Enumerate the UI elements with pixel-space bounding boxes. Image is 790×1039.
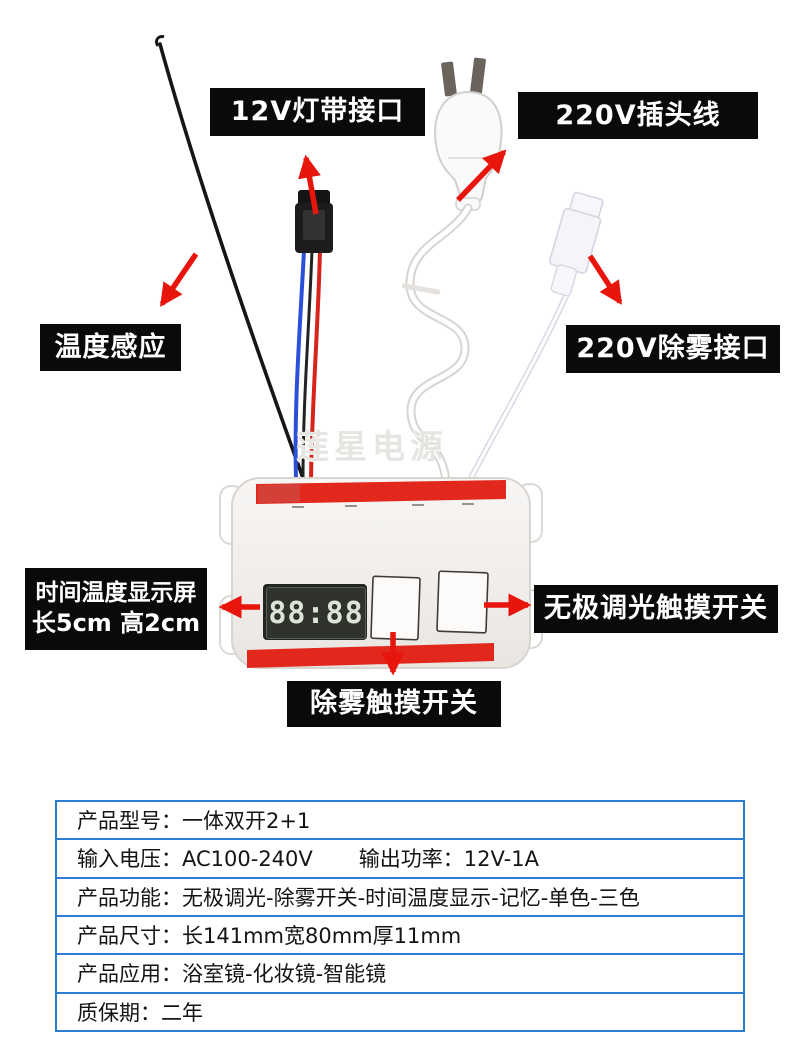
spec-pair: 质保期：二年 (77, 997, 203, 1027)
spec-value: 无极调光-除雾开关-时间温度显示-记忆-单色-三色 (182, 885, 640, 910)
time-temp-display: 88:88 (266, 587, 366, 639)
arrow-plug-wire (456, 149, 507, 202)
controller-unit (219, 477, 543, 669)
defog-connector (467, 191, 604, 483)
spec-label: 质保期： (77, 1000, 161, 1025)
label-defog-port: 220V除雾接口 (566, 325, 780, 373)
spec-pair: 产品尺寸：长141mm宽80mm厚11mm (77, 920, 461, 950)
spec-pair: 输出功率：12V-1A (359, 843, 539, 873)
spec-value: 一体双开2+1 (182, 809, 311, 834)
spec-label: 产品功能： (77, 885, 182, 910)
spec-value: 二年 (161, 1000, 203, 1025)
spec-row: 产品型号：一体双开2+1 (57, 802, 743, 841)
defog-touch-button[interactable] (370, 575, 421, 641)
label-dimmer-switch: 无极调光触摸开关 (534, 585, 778, 633)
spec-label: 产品尺寸： (77, 924, 182, 949)
spec-label: 产品型号： (77, 809, 182, 834)
spec-pair: 输入电压：AC100-240V (77, 843, 313, 873)
label-display-screen: 时间温度显示屏 长5cm 高2cm (25, 568, 207, 650)
spec-row: 输入电压：AC100-240V 输出功率：12V-1A (57, 840, 743, 879)
spec-row: 产品尺寸：长141mm宽80mm厚11mm (57, 917, 743, 956)
spec-row: 产品应用：浴室镜-化妆镜-智能镜 (57, 955, 743, 994)
label-display-screen-line2: 长5cm 高2cm (31, 608, 201, 637)
label-plug-wire: 220V插头线 (518, 92, 758, 139)
product-photo (155, 35, 623, 676)
label-led-port: 12V灯带接口 (210, 88, 425, 136)
power-plug (434, 57, 503, 211)
label-temp-sensor: 温度感应 (40, 324, 181, 371)
power-cable (401, 203, 473, 489)
spec-value: 12V-1A (463, 847, 539, 872)
arrow-defog-port (587, 254, 623, 305)
adhesive-strip-top (256, 480, 506, 504)
arrow-temp-sensor (159, 252, 199, 307)
dimmer-touch-button[interactable] (436, 570, 489, 634)
label-display-screen-line1: 时间温度显示屏 (35, 580, 197, 607)
temp-sensor-wire (155, 35, 305, 480)
spec-label: 产品应用： (77, 962, 182, 987)
spec-value: AC100-240V (182, 847, 313, 872)
spec-pair: 产品应用：浴室镜-化妆镜-智能镜 (77, 958, 386, 988)
spec-row: 产品功能：无极调光-除雾开关-时间温度显示-记忆-单色-三色 (57, 879, 743, 917)
spec-label: 输出功率： (358, 847, 464, 872)
spec-pair: 产品功能：无极调光-除雾开关-时间温度显示-记忆-单色-三色 (77, 882, 640, 912)
spec-value: 长141mm宽80mm厚11mm (182, 924, 462, 949)
label-defog-switch: 除雾触摸开关 (287, 681, 501, 727)
spec-label: 输入电压： (77, 847, 182, 872)
spec-pair: 产品型号：一体双开2+1 (77, 805, 310, 835)
adhesive-strip-bottom (247, 643, 494, 668)
arrow-led-port (298, 154, 321, 215)
spec-value: 浴室镜-化妆镜-智能镜 (182, 962, 387, 987)
spec-row: 质保期：二年 (57, 994, 743, 1030)
brand-watermark: 莲星电源 (296, 427, 448, 466)
